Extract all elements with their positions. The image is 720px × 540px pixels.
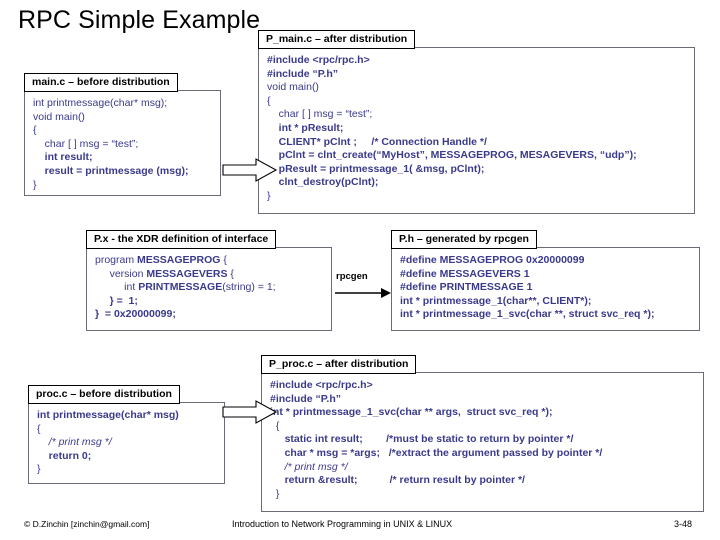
code-box-header-p-proc-c: P_proc.c – after distribution: [261, 355, 417, 374]
code-text-p-main-c: #include <rpc/rpc.h> #include “P.h” void…: [267, 54, 637, 202]
footer-course: Introduction to Network Programming in U…: [232, 519, 453, 529]
block-arrow-proc-to-pproc: [222, 400, 278, 424]
arrow-right-icon: [335, 288, 391, 298]
code-text-p-proc-c: #include <rpc/rpc.h> #include “P.h” int …: [270, 379, 603, 500]
code-box-header-proc-c: proc.c – before distribution: [28, 385, 180, 404]
code-text-main-c: int printmessage(char* msg); void main()…: [33, 97, 189, 191]
footer-page-number: 3-48: [674, 519, 693, 529]
rpcgen-arrow-label: rpcgen: [336, 271, 368, 282]
block-arrow-main-to-pmain: [222, 158, 278, 182]
code-box-body-p-x: program MESSAGEPROG { version MESSAGEVER…: [86, 247, 332, 331]
code-box-header-p-main-c: P_main.c – after distribution: [258, 30, 416, 49]
code-box-body-proc-c: int printmessage(char* msg) { /* print m…: [28, 402, 225, 484]
code-box-body-main-c: int printmessage(char* msg); void main()…: [24, 90, 221, 196]
code-box-body-p-h: #define MESSAGEPROG 0x20000099 #define M…: [391, 247, 700, 331]
code-box-header-p-h: P.h – generated by rpcgen: [391, 230, 537, 249]
footer-copyright: © D.Zinchin [zinchin@gmail.com]: [24, 519, 150, 529]
code-box-header-p-h-plain: P.h – generated by: [399, 233, 494, 245]
rpcgen-arrow-group: rpcgen: [334, 271, 392, 307]
code-box-header-p-x: P.x - the XDR definition of interface: [86, 230, 277, 249]
code-box-body-p-main-c: #include <rpc/rpc.h> #include “P.h” void…: [258, 47, 695, 214]
code-box-body-p-proc-c: #include <rpc/rpc.h> #include “P.h” int …: [261, 372, 704, 512]
code-text-p-x: program MESSAGEPROG { version MESSAGEVER…: [95, 254, 276, 321]
code-text-proc-c: int printmessage(char* msg) { /* print m…: [37, 409, 179, 476]
code-box-header-main-c: main.c – before distribution: [24, 73, 178, 92]
code-box-header-p-h-italic: rpcgen: [493, 233, 529, 245]
page-title: RPC Simple Example: [18, 6, 261, 34]
code-text-p-h: #define MESSAGEPROG 0x20000099 #define M…: [400, 254, 655, 321]
